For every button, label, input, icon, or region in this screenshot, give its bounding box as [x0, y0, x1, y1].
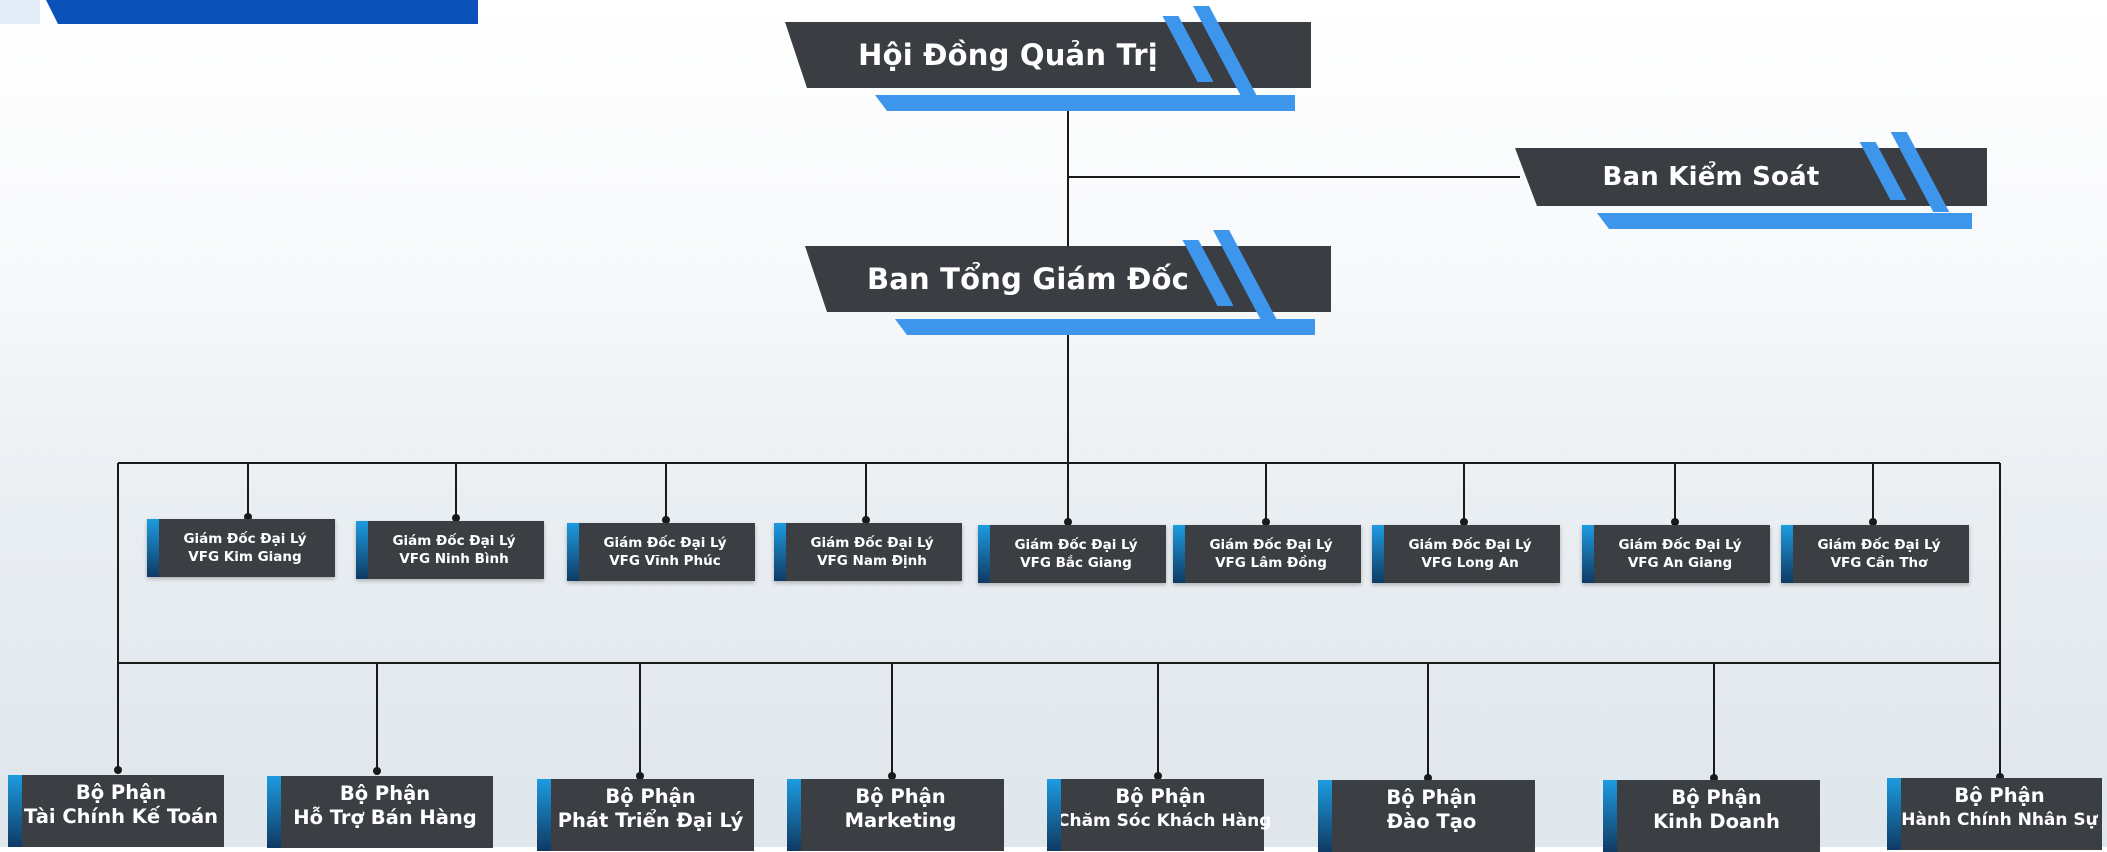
department-box: Bộ Phận Marketing: [787, 779, 1004, 851]
director-title: Giám Đốc Đại Lý: [1209, 537, 1333, 553]
department-name: Phát Triển Đại Lý: [557, 809, 744, 832]
department-name: Tài Chính Kế Toán: [23, 805, 219, 828]
department-name: Kinh Doanh: [1653, 810, 1780, 833]
department-box: Bộ Phận Chăm Sóc Khách Hàng: [1047, 779, 1272, 851]
director-title: Giám Đốc Đại Lý: [1014, 537, 1138, 553]
department-title: Bộ Phận: [855, 785, 946, 808]
director-title: Giám Đốc Đại Lý: [1408, 537, 1532, 553]
director-branch: VFG Ninh Bình: [399, 551, 509, 567]
department-title: Bộ Phận: [75, 781, 167, 804]
director-branch: VFG Bắc Giang: [1020, 555, 1132, 571]
department-title: Bộ Phận: [1671, 786, 1762, 809]
node-board-accent-bar: [875, 95, 1295, 111]
director-title: Giám Đốc Đại Lý: [392, 533, 516, 549]
corner-accent-bar: [46, 0, 478, 24]
director-box: Giám Đốc Đại Lý VFG Lâm Đồng: [1173, 525, 1361, 583]
department-name: Marketing: [844, 809, 957, 832]
node-executive-accent-bar: [895, 319, 1315, 335]
node-supervisory-label: Ban Kiểm Soát: [1602, 162, 1820, 192]
director-branch: VFG Long An: [1421, 555, 1519, 571]
department-box: Bộ Phận Tài Chính Kế Toán: [8, 775, 224, 847]
director-box: Giám Đốc Đại Lý VFG Nam Định: [774, 523, 962, 581]
corner-accent-light: [0, 0, 40, 24]
department-title: Bộ Phận: [1115, 785, 1206, 808]
department-box: Bộ Phận Kinh Doanh: [1603, 780, 1820, 852]
director-branch: VFG Vĩnh Phúc: [609, 553, 721, 569]
node-board-label: Hội Đồng Quản Trị: [858, 38, 1158, 72]
director-title: Giám Đốc Đại Lý: [183, 531, 307, 547]
node-executive-label: Ban Tổng Giám Đốc: [866, 262, 1190, 296]
department-box: Bộ Phận Hành Chính Nhân Sự: [1887, 778, 2102, 850]
department-title: Bộ Phận: [605, 785, 696, 808]
node-board: Hội Đồng Quản Trị: [785, 6, 1315, 116]
director-branch: VFG Cần Thơ: [1830, 555, 1928, 571]
director-title: Giám Đốc Đại Lý: [603, 535, 727, 551]
node-executive: Ban Tổng Giám Đốc: [805, 230, 1335, 340]
department-name: Đào Tạo: [1386, 810, 1477, 833]
director-box: Giám Đốc Đại Lý VFG Long An: [1372, 525, 1560, 583]
department-box: Bộ Phận Đào Tạo: [1318, 780, 1535, 852]
director-branch: VFG Kim Giang: [188, 549, 302, 565]
director-title: Giám Đốc Đại Lý: [1618, 537, 1742, 553]
node-supervisory: Ban Kiểm Soát: [1515, 132, 1995, 232]
director-branch: VFG Nam Định: [817, 553, 927, 569]
department-box: Bộ Phận Phát Triển Đại Lý: [537, 779, 754, 851]
director-box: Giám Đốc Đại Lý VFG An Giang: [1582, 525, 1770, 583]
director-title: Giám Đốc Đại Lý: [810, 535, 934, 551]
node-supervisory-accent-bar: [1597, 213, 1972, 229]
director-box: Giám Đốc Đại Lý VFG Cần Thơ: [1781, 525, 1969, 583]
department-title: Bộ Phận: [1386, 786, 1477, 809]
director-box: Giám Đốc Đại Lý VFG Bắc Giang: [978, 525, 1166, 583]
department-name: Chăm Sóc Khách Hàng: [1057, 811, 1272, 831]
director-branch: VFG Lâm Đồng: [1215, 555, 1327, 571]
department-box: Bộ Phận Hỗ Trợ Bán Hàng: [267, 776, 493, 848]
director-branch: VFG An Giang: [1627, 555, 1733, 571]
director-box: Giám Đốc Đại Lý VFG Kim Giang: [147, 519, 335, 577]
director-box: Giám Đốc Đại Lý VFG Vĩnh Phúc: [567, 523, 755, 581]
department-name: Hành Chính Nhân Sự: [1901, 810, 2098, 830]
department-name: Hỗ Trợ Bán Hàng: [293, 806, 477, 829]
department-title: Bộ Phận: [339, 782, 431, 805]
director-box: Giám Đốc Đại Lý VFG Ninh Bình: [356, 521, 544, 579]
director-title: Giám Đốc Đại Lý: [1817, 537, 1941, 553]
department-title: Bộ Phận: [1954, 784, 2045, 807]
